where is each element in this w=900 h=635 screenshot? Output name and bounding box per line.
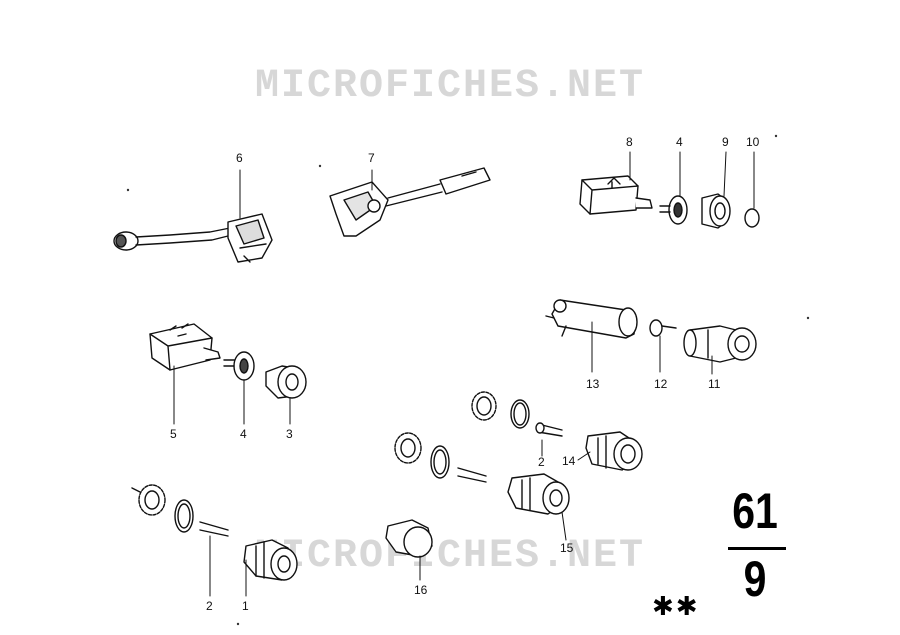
callout-7: 7 — [368, 151, 375, 165]
callout-8: 8 — [626, 135, 633, 149]
part-o-ring-lower — [174, 499, 194, 533]
part-6-turn-signal-lever — [113, 169, 273, 263]
callout-14: 14 — [562, 454, 576, 468]
callout-4-left: 4 — [240, 427, 247, 441]
part-11-lighter-insert — [683, 325, 757, 375]
section-subgroup-number: 9 — [743, 551, 767, 607]
callout-3: 3 — [286, 427, 293, 441]
part-o-ring-upper — [510, 399, 530, 429]
part-9-knob — [701, 151, 731, 229]
print-specks — [126, 134, 810, 626]
part-4-top-washer — [659, 151, 688, 225]
section-divider — [728, 547, 786, 550]
watermark-bottom: MICROFICHES.NET — [254, 534, 646, 579]
part-pin-middle — [457, 467, 487, 483]
part-3-knob — [265, 365, 307, 425]
callout-2-right: 2 — [538, 455, 545, 469]
callout-6: 6 — [236, 151, 243, 165]
part-4-left-washer — [223, 351, 255, 425]
part-8-switch-block — [579, 151, 653, 215]
callout-2-left: 2 — [206, 599, 213, 613]
part-2-pin-upper — [535, 422, 563, 457]
callout-9: 9 — [722, 135, 729, 149]
part-ring-nut-middle — [394, 432, 422, 464]
callout-16: 16 — [414, 583, 428, 597]
part-16-cap — [385, 519, 433, 581]
part-5-switch-housing — [149, 323, 221, 425]
callout-10: 10 — [746, 135, 760, 149]
part-12-clip — [649, 319, 677, 373]
part-14-switch — [577, 431, 643, 471]
callout-1: 1 — [242, 599, 249, 613]
watermark-top: MICROFICHES.NET — [254, 64, 646, 109]
callout-11: 11 — [708, 377, 721, 391]
section-group-number: 61 — [732, 483, 778, 539]
model-stars: ✱✱ — [652, 592, 700, 622]
part-13-lighter-body — [545, 299, 638, 373]
part-ring-nut-upper — [471, 391, 497, 421]
part-15-switch — [507, 473, 570, 541]
callout-13: 13 — [586, 377, 600, 391]
callout-4-top: 4 — [676, 135, 683, 149]
callout-12: 12 — [654, 377, 668, 391]
part-10-ring — [744, 151, 760, 228]
part-o-ring-middle — [430, 445, 450, 479]
callout-15: 15 — [560, 541, 574, 555]
callout-5: 5 — [170, 427, 177, 441]
part-ring-nut-lower — [131, 484, 166, 516]
part-2-pin-lower — [199, 521, 229, 597]
part-1-switch — [243, 539, 298, 597]
part-7-wiper-switch — [329, 167, 491, 237]
